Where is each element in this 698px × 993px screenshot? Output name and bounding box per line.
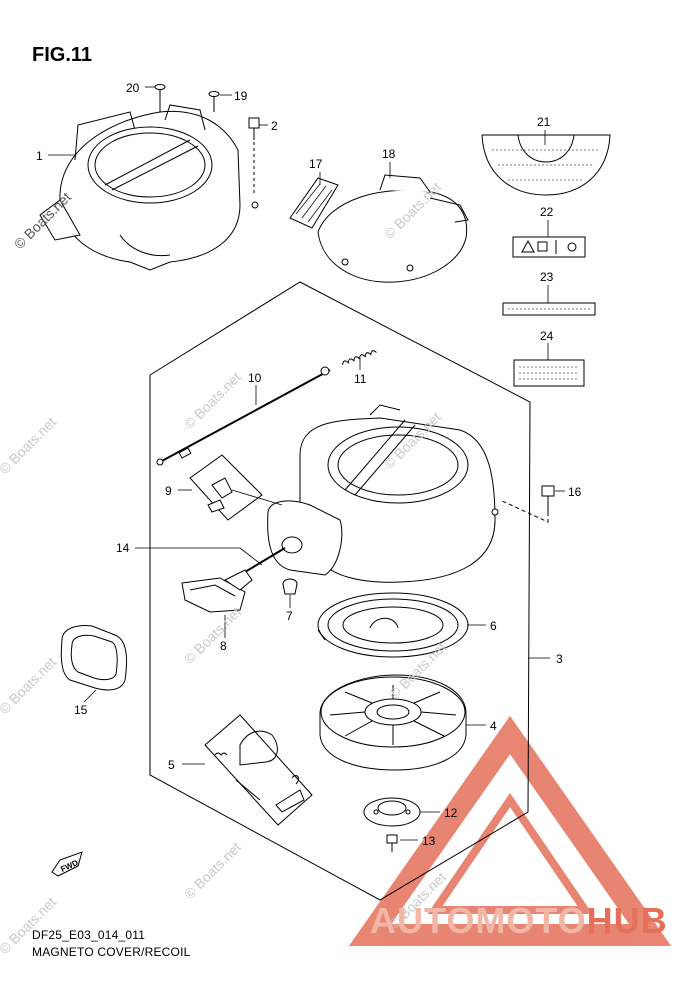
callout-16: 16 [568, 485, 582, 499]
callout-20: 20 [126, 81, 140, 95]
bolt-16 [499, 485, 555, 523]
fwd-arrow: FWD [51, 851, 83, 877]
callout-18: 18 [382, 147, 396, 161]
label-23 [502, 302, 596, 316]
callout-5: 5 [168, 758, 175, 772]
callout-19: 19 [234, 89, 248, 103]
callout-2: 2 [271, 119, 278, 133]
callout-numbers: 1 2 3 4 5 6 7 8 9 10 11 12 13 14 15 16 1… [36, 81, 582, 848]
callout-9: 9 [165, 484, 172, 498]
callout-13: 13 [422, 834, 436, 848]
cable-10 [156, 366, 331, 466]
callout-7: 7 [286, 609, 293, 623]
callout-4: 4 [490, 719, 497, 733]
cam-12 [363, 797, 421, 827]
handle-8 [181, 569, 253, 613]
callout-3: 3 [556, 652, 563, 666]
label-24 [513, 359, 585, 387]
callout-12: 12 [444, 806, 458, 820]
seal-15 [60, 625, 128, 691]
watermark-text: © Boats.net [0, 654, 59, 717]
callout-11: 11 [354, 372, 367, 386]
bolt-2 [248, 117, 260, 195]
watermark-text: © Boats.net [181, 839, 244, 902]
ratchet-kit-5 [214, 730, 305, 813]
bracket-9 [207, 477, 233, 513]
callout-24: 24 [540, 329, 554, 343]
spring-11 [342, 350, 377, 365]
reel-4 [319, 674, 467, 771]
brand-part1: AUTOMOTO [370, 900, 587, 941]
recoil-housing [267, 404, 499, 583]
assembly-outline [149, 281, 531, 901]
magneto-cover [39, 104, 259, 271]
brand-logo: AUTOMOTOHUB [370, 900, 668, 942]
callout-6: 6 [490, 619, 497, 633]
callout-21: 21 [537, 115, 551, 129]
leader-lines [48, 86, 565, 841]
callout-8: 8 [220, 639, 227, 653]
brand-triangle-logo [348, 715, 672, 946]
callout-23: 23 [540, 270, 554, 284]
watermark-text: © Boats.net [0, 414, 59, 477]
callout-22: 22 [540, 205, 554, 219]
decal-21 [481, 134, 611, 196]
kit-box-5 [204, 714, 313, 826]
cover-plate-18 [317, 174, 469, 283]
callout-17: 17 [309, 157, 323, 171]
screw-19 [208, 91, 220, 112]
rope-14 [244, 547, 286, 573]
callout-10: 10 [248, 371, 262, 385]
bolt-13 [386, 834, 398, 852]
callout-1: 1 [36, 149, 43, 163]
grille-17 [289, 177, 339, 229]
figure-code: DF25_E03_014_011 [32, 928, 146, 942]
screw-20 [154, 84, 166, 112]
brand-part2: HUB [586, 900, 668, 941]
figure-title: FIG.11 [32, 44, 93, 66]
watermark-text: © Boats.net [181, 604, 244, 667]
callout-14: 14 [116, 541, 130, 555]
warning-label-22 [512, 236, 586, 258]
figure-caption: MAGNETO COVER/RECOIL [32, 945, 191, 959]
callout-15: 15 [74, 703, 88, 717]
bushing-7 [282, 578, 298, 595]
